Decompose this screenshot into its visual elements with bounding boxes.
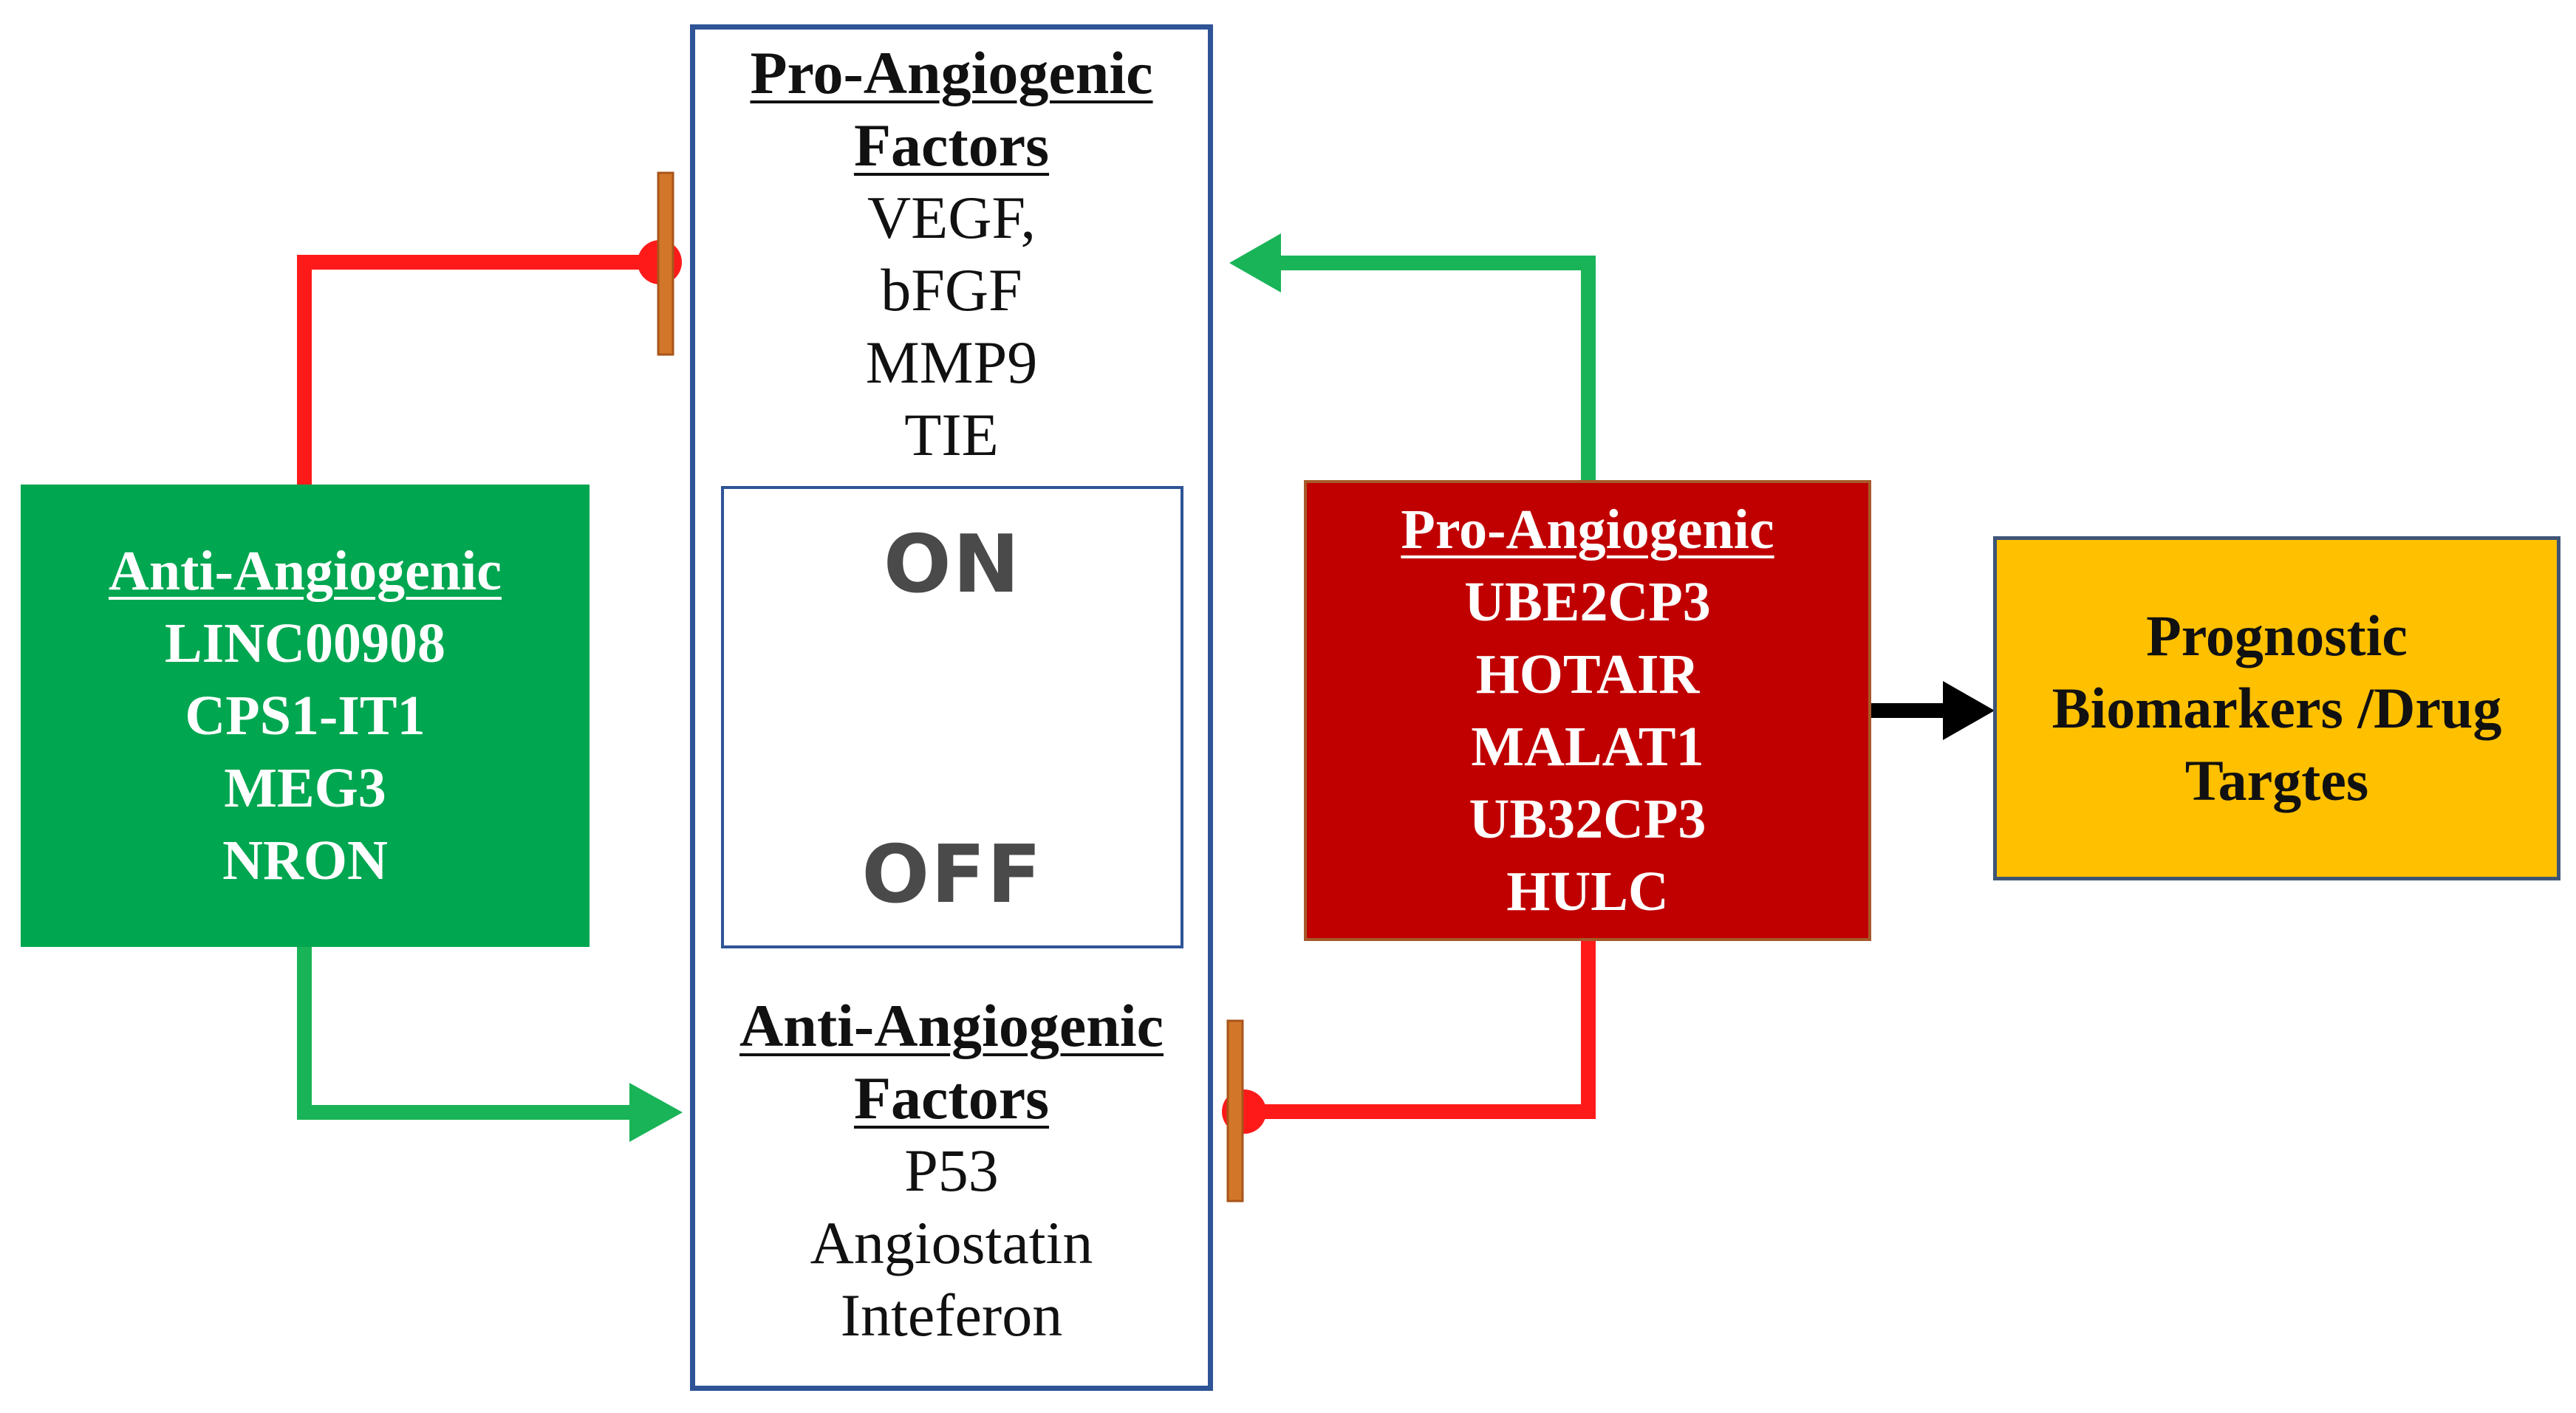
prognostic-line: Biomarkers /Drug	[2051, 676, 2502, 740]
anti-lncrna-item: CPS1-IT1	[185, 685, 426, 747]
activation-arrowhead-left	[629, 1083, 683, 1142]
anti-lncrna-item: LINC00908	[164, 612, 446, 674]
pro-factors-title-2: Factors	[853, 112, 1050, 179]
activation-line-left	[297, 947, 637, 1120]
anti-angiogenic-lncrna-box: Anti-Angiogenic LINC00908 CPS1-IT1 MEG3 …	[21, 485, 590, 947]
prognostic-line: Targtes	[2184, 748, 2369, 812]
anti-factors-title-2: Factors	[853, 1064, 1050, 1132]
pro-box-title: Pro-Angiogenic	[1401, 499, 1774, 561]
pro-angiogenic-factors: Pro-Angiogenic Factors VEGF, bFGF MMP9 T…	[690, 37, 1213, 471]
anti-box-title: Anti-Angiogenic	[109, 540, 502, 602]
pro-lncrna-item: HULC	[1506, 861, 1669, 923]
switch-on-label: ON	[883, 519, 1022, 611]
inhibition-line-right	[1247, 941, 1596, 1119]
output-arrowhead	[1943, 681, 1995, 740]
pro-angiogenic-lncrna-box: Pro-Angiogenic UBE2CP3 HOTAIR MALAT1 UB3…	[1304, 480, 1871, 941]
inhibition-line-left	[297, 255, 657, 485]
pro-factor-item: VEGF,	[867, 184, 1036, 251]
prognostic-biomarkers-box: Prognostic Biomarkers /Drug Targtes	[1993, 536, 2560, 880]
pro-lncrna-item: MALAT1	[1471, 716, 1704, 778]
anti-angiogenic-factors: Anti-Angiogenic Factors P53 Angiostatin …	[690, 990, 1213, 1352]
switch-image-frame: ON OFF	[721, 486, 1183, 948]
pro-factor-item: bFGF	[881, 256, 1022, 324]
switch-off-label: OFF	[861, 829, 1043, 921]
inhibition-bar-left	[657, 171, 674, 356]
anti-lncrna-item: MEG3	[224, 757, 386, 819]
anti-lncrna-item: NRON	[222, 829, 388, 892]
pro-lncrna-item: UB32CP3	[1469, 788, 1706, 850]
activation-line-right	[1278, 256, 1596, 480]
anti-factor-item: Inteferon	[840, 1282, 1063, 1349]
anti-factors-title-1: Anti-Angiogenic	[739, 992, 1164, 1059]
anti-factor-item: Angiostatin	[810, 1209, 1093, 1276]
pro-factor-item: MMP9	[865, 329, 1038, 396]
pro-factors-title-1: Pro-Angiogenic	[750, 39, 1153, 106]
pro-lncrna-item: HOTAIR	[1475, 643, 1700, 705]
prognostic-line: Prognostic	[2146, 603, 2408, 668]
activation-arrowhead-right	[1229, 233, 1281, 292]
pro-lncrna-item: UBE2CP3	[1464, 571, 1711, 633]
inhibition-bar-right	[1226, 1019, 1244, 1202]
anti-factor-item: P53	[904, 1137, 999, 1204]
pro-factor-item: TIE	[904, 401, 999, 468]
